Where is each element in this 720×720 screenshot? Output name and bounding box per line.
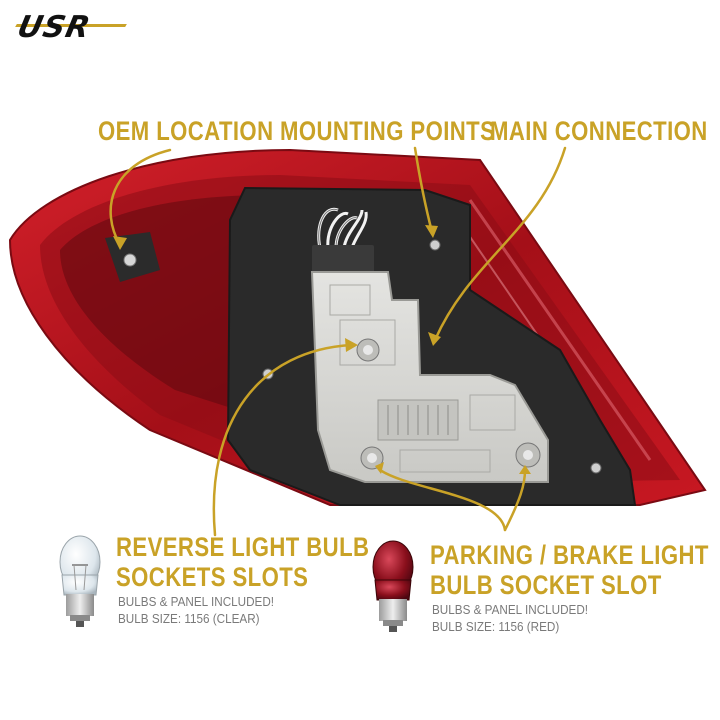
red-bulb-1156 [372,540,414,632]
callout-parking-title-line2: BULB SOCKET SLOT [430,570,662,600]
main-connector-plug [312,245,374,273]
reverse-note-line1: BULBS & PANEL INCLUDED! [118,594,275,609]
callout-reverse-title-line1: REVERSE LIGHT BULB [116,532,370,562]
callout-leader-lines [109,146,567,537]
leader-reverse [212,343,354,537]
callout-parking-title-line1: PARKING / BRAKE LIGHT [430,540,709,570]
callout-reverse-title-line2: SOCKETS SLOTS [116,562,309,592]
callout-main-connection: MAIN CONNECTION [490,116,708,146]
leader-main-connection [433,146,567,342]
reverse-socket-upper [356,338,380,362]
callout-oem-mounting-points: OEM LOCATION MOUNTING POINTS [98,116,496,146]
reverse-socket-lower [360,446,384,470]
leader-oem-left [109,148,172,247]
reverse-note-line2: BULB SIZE: 1156 (CLEAR) [118,611,260,626]
parking-note-line1: BULBS & PANEL INCLUDED! [432,602,589,617]
leader-arrowheads [113,225,531,474]
clear-bulb-1156 [59,535,101,627]
parking-note-line2: BULB SIZE: 1156 (RED) [432,619,560,634]
socket-panel [310,271,549,483]
leader-oem-right [413,146,434,234]
leader-parking [378,468,507,532]
parking-brake-socket [515,442,541,468]
